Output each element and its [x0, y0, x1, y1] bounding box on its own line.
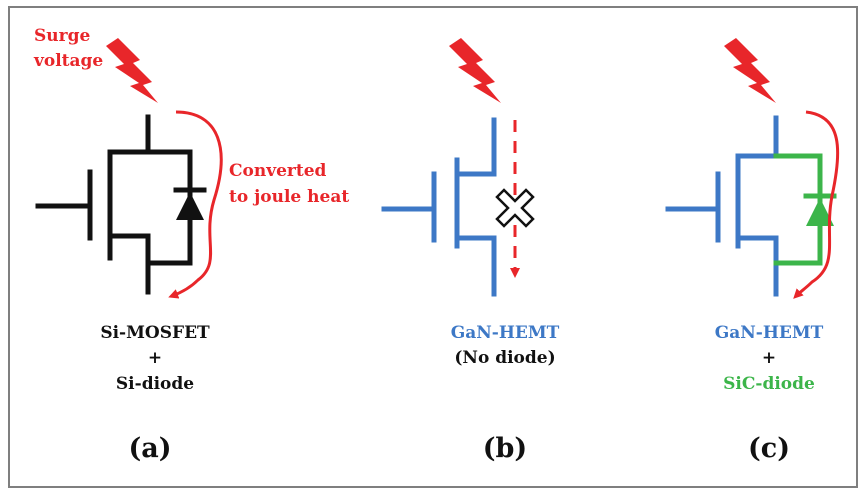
panel-c	[665, 38, 840, 299]
arrow-icon	[168, 110, 223, 299]
panel-c-plus: +	[761, 348, 777, 368]
panel-a-diode-label: Si-diode	[115, 374, 195, 394]
gan-hemt-symbol	[381, 117, 497, 297]
joule-heat-label-line2: to joule heat	[229, 187, 350, 207]
lightning-bolt-icon	[449, 38, 501, 103]
panel-b-device-label: GaN-HEMT	[450, 323, 560, 343]
panel-a-caption: (a)	[128, 433, 172, 464]
diode-symbol-icon	[176, 192, 204, 220]
diode-symbol-icon	[806, 198, 834, 226]
gan-hemt-symbol	[665, 115, 779, 297]
panel-c-device-label: GaN-HEMT	[714, 323, 824, 343]
panel-c-diode-label: SiC-diode	[723, 374, 815, 394]
panel-c-caption: (c)	[748, 433, 790, 464]
panel-b	[381, 38, 535, 297]
cross-mark-icon	[495, 188, 535, 228]
joule-heat-label-line1: Converted	[229, 161, 327, 181]
panel-a-plus: +	[147, 348, 163, 368]
lightning-bolt-icon	[724, 38, 776, 103]
arrow-icon	[793, 110, 840, 299]
surge-voltage-label-line1: Surge	[34, 26, 91, 46]
panel-b-caption: (b)	[482, 433, 528, 464]
si-mosfet-symbol	[35, 114, 207, 295]
panel-b-no-diode-label: (No diode)	[454, 348, 556, 368]
surge-voltage-label-line2: voltage	[34, 51, 104, 71]
panel-a	[35, 38, 223, 299]
panel-a-device-label: Si-MOSFET	[100, 323, 210, 343]
lightning-bolt-icon	[106, 38, 158, 103]
